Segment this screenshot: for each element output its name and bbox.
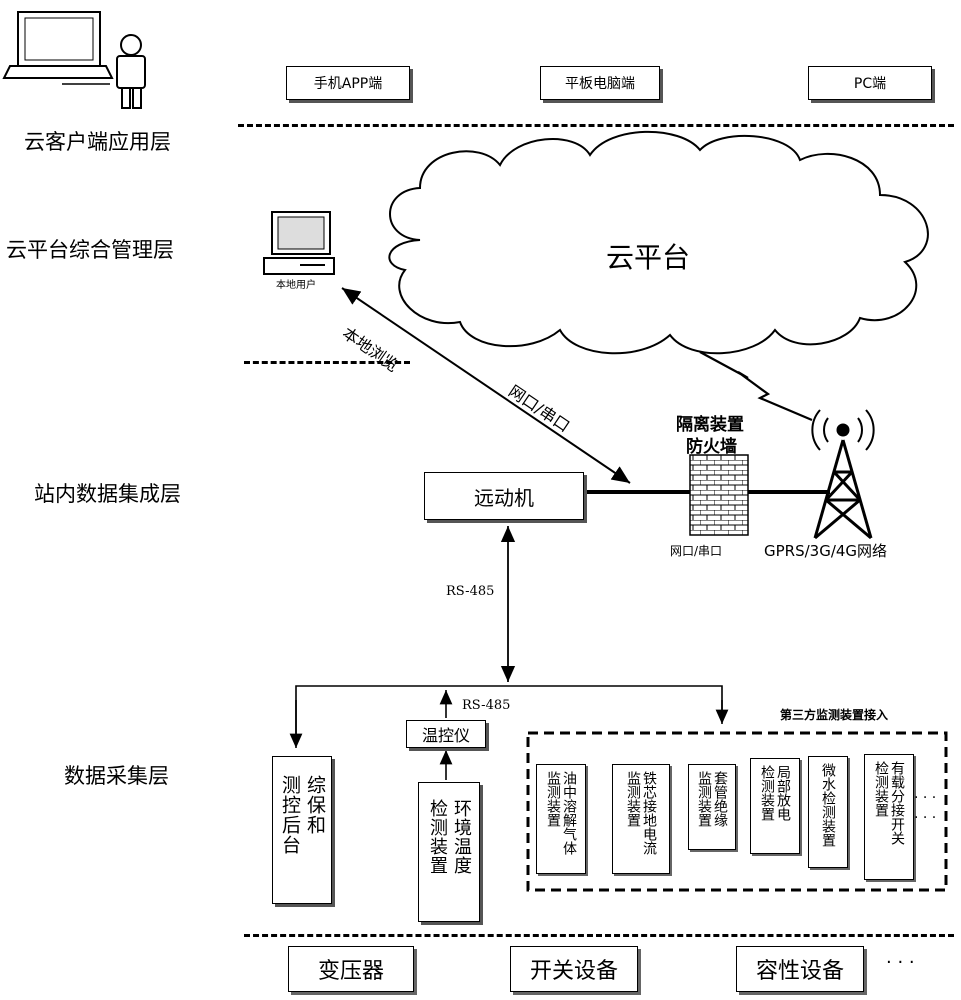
layer-label-cloud-mgmt: 云平台综合管理层 [6,238,174,262]
sensor-ellipsis-bottom: · · · [914,810,937,826]
firewall-icon [689,454,749,536]
client-pc-box[interactable]: PC端 [808,66,932,100]
network-label: GPRS/3G/4G网络 [764,542,888,560]
sensor-dissolved-gas-line2: 监测装置 [545,771,561,827]
lightning-icon [699,351,813,422]
sensor-ellipsis-top: · · · [914,790,937,806]
temp-controller-box[interactable]: 温控仪 [406,720,486,748]
sensor-partial-discharge[interactable]: 局部放电 检测装置 [750,758,800,854]
local-user-label: 本地用户 [276,280,316,291]
equipment-capacitive-label: 容性设备 [755,959,844,984]
sensor-tap-changer-line1: 有载分接开关 [889,761,905,845]
rtu-box[interactable]: 远动机 [424,472,584,520]
firewall-label-line1: 隔离装置 [676,415,744,435]
sensor-dissolved-gas-line1: 油中溶解气体 [561,771,577,855]
equipment-ellipsis: · · · [886,952,915,973]
laptop-user-icon [2,11,146,109]
separator-client [238,124,954,127]
protection-line2: 测控后台 [279,775,301,855]
sensor-bushing-line1: 套管绝缘 [712,771,728,827]
third-party-box [526,731,948,892]
distribution-bus [295,685,723,745]
sensor-dissolved-gas[interactable]: 油中溶解气体 监测装置 [536,764,586,874]
layer-label-client: 云客户端应用层 [24,130,171,154]
sensor-core-ground-current[interactable]: 铁芯接地电流 监测装置 [612,764,670,874]
env-temp-line1: 环境温度 [451,799,472,875]
sensor-partial-discharge-line2: 检测装置 [759,765,775,821]
firewall-port-label: 网口/串口 [670,544,723,558]
cloud-platform-label: 云平台 [606,241,691,274]
sensor-core-ground-line1: 铁芯接地电流 [641,771,657,855]
equipment-transformer[interactable]: 变压器 [288,946,414,992]
sensor-bushing-line2: 监测装置 [696,771,712,827]
separator-bottom [244,934,954,937]
equipment-switchgear-label: 开关设备 [529,959,618,984]
equipment-transformer-label: 变压器 [317,959,384,984]
sensor-bushing-insulation[interactable]: 套管绝缘 监测装置 [688,764,736,850]
sensor-core-ground-line2: 监测装置 [625,771,641,827]
protection-line1: 综保和 [304,775,326,835]
layer-label-station: 站内数据集成层 [34,482,181,506]
env-temp-line2: 检测装置 [427,799,448,875]
separator-cloud [244,361,410,364]
layer-label-collection: 数据采集层 [64,764,169,788]
client-tablet-box[interactable]: 平板电脑端 [540,66,660,100]
sensor-micro-water-line1: 微水检测装置 [820,763,836,847]
firewall-label-line2: 防火墙 [686,437,737,457]
equipment-switchgear[interactable]: 开关设备 [510,946,638,992]
equipment-capacitive[interactable]: 容性设备 [736,946,864,992]
rtu-label: 远动机 [474,485,534,510]
sensor-on-load-tap-changer[interactable]: 有载分接开关 检测装置 [864,754,914,880]
tower-icon [811,409,875,540]
sensor-partial-discharge-line1: 局部放电 [775,765,791,821]
protection-backend-box[interactable]: 综保和 测控后台 [272,756,332,904]
desktop-pc-icon [263,211,335,275]
local-browse-arrow [341,287,631,484]
temp-controller-label: 温控仪 [421,726,470,745]
sensor-tap-changer-line2: 检测装置 [873,761,889,817]
rs485-branch-label: RS-485 [462,698,511,713]
client-mobile-box[interactable]: 手机APP端 [286,66,410,100]
third-party-label: 第三方监测装置接入 [780,708,889,722]
env-temp-box[interactable]: 环境温度 检测装置 [418,782,480,922]
sensor-micro-water[interactable]: 微水检测装置 [808,756,848,868]
rs485-main-label: RS-485 [446,584,495,599]
